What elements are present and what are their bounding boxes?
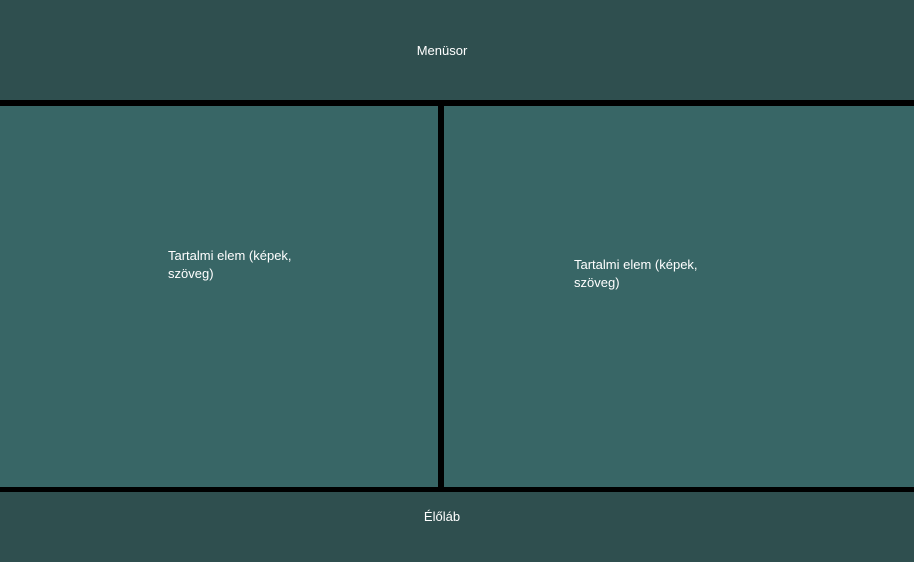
header-block: Menüsor xyxy=(0,0,914,100)
content-block-left: Tartalmi elem (képek, szöveg) xyxy=(0,106,438,487)
content-block-right: Tartalmi elem (képek, szöveg) xyxy=(444,106,914,487)
footer-block: Élőláb xyxy=(0,492,914,562)
content-right-label: Tartalmi elem (képek, szöveg) xyxy=(574,257,698,290)
footer-label: Élőláb xyxy=(423,509,461,524)
header-label: Menüsor xyxy=(416,43,468,58)
content-left-label: Tartalmi elem (képek, szöveg) xyxy=(168,248,292,281)
